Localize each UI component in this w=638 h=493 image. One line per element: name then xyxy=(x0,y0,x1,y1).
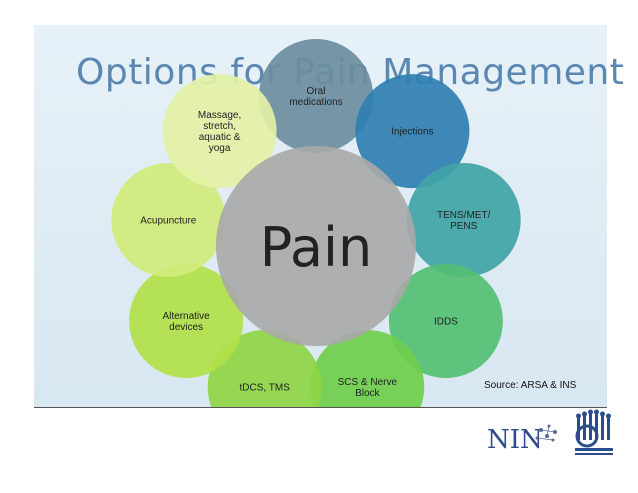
node-label: tDCS, TMS xyxy=(240,383,291,394)
node-label: Massage,stretch,aquatic &yoga xyxy=(198,110,241,154)
network-icon xyxy=(535,424,557,442)
foundation-logo-icon xyxy=(575,409,613,455)
node-label: Injections xyxy=(391,127,433,138)
node-circle xyxy=(129,264,244,378)
node-label: Acupuncture xyxy=(140,216,197,227)
footer-logos: NIN xyxy=(487,409,613,455)
node-circle xyxy=(162,74,277,189)
nin-logo: NIN xyxy=(487,424,557,455)
node-circle xyxy=(111,163,226,277)
node-circle xyxy=(388,264,503,378)
source-note: Source: ARSA & INS xyxy=(484,380,577,391)
node-label: TENS/MET/PENS xyxy=(437,210,491,232)
node-circle xyxy=(406,163,521,277)
center-label: Pain xyxy=(260,216,372,279)
node-circle xyxy=(355,74,470,189)
center-circle xyxy=(216,146,416,346)
svg-text:NIN: NIN xyxy=(487,425,543,455)
footer-bar: NIN xyxy=(34,407,613,461)
node-circle xyxy=(259,39,373,153)
node-label: IDDS xyxy=(434,317,458,328)
